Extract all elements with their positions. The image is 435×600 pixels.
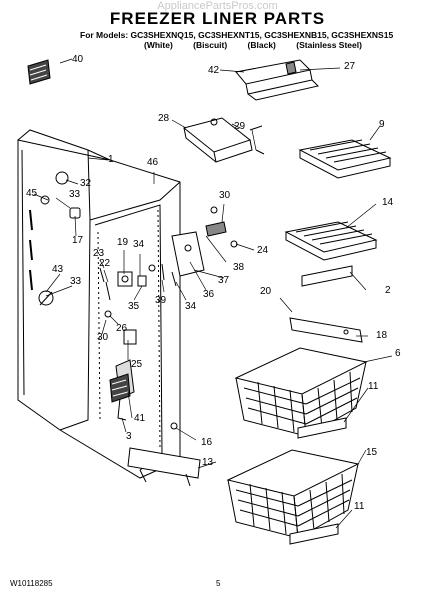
leader-lines	[34, 59, 392, 528]
callout-16: 16	[201, 437, 213, 448]
callout-34: 34	[133, 239, 145, 250]
part-11-trim-upper	[298, 418, 346, 438]
part-11-trim-lower	[290, 524, 338, 544]
callout-13: 13	[202, 457, 214, 468]
callout-20: 20	[260, 286, 272, 297]
callout-3: 3	[126, 431, 132, 442]
part-9-shelf	[300, 140, 390, 178]
callout-22: 22	[99, 258, 111, 269]
part-41-module	[110, 374, 130, 402]
callout-36: 36	[203, 289, 215, 300]
diagram-title: FREEZER LINER PARTS	[109, 9, 326, 28]
callout-23: 23	[93, 248, 105, 259]
callout-35: 35	[128, 301, 140, 312]
callout-9: 9	[379, 119, 385, 130]
variant-biscuit: (Biscuit)	[193, 40, 228, 50]
part-6-basket	[236, 348, 366, 436]
part-40-clip	[28, 60, 50, 84]
callout-30b: 30	[97, 332, 109, 343]
callout-27: 27	[344, 61, 356, 72]
part-13-trim	[128, 423, 200, 486]
callout-26: 26	[116, 323, 128, 334]
part-18-rail	[290, 318, 362, 342]
callout-30: 30	[219, 190, 231, 201]
part-42-27-cover	[236, 60, 318, 100]
part-36-38-bracket	[162, 207, 237, 286]
callout-32: 32	[80, 178, 92, 189]
callout-33: 33	[69, 189, 81, 200]
callout-14: 14	[382, 197, 394, 208]
callout-19: 19	[117, 237, 129, 248]
callout-6: 6	[395, 348, 401, 359]
callout-41: 41	[134, 413, 146, 424]
callout-45: 45	[26, 188, 38, 199]
part-2-trim	[302, 266, 352, 286]
callout-24: 24	[257, 245, 269, 256]
callout-39: 39	[155, 295, 167, 306]
callout-11-upper: 11	[368, 381, 379, 392]
callout-28: 28	[158, 113, 170, 124]
models-line: For Models: GC3SHEXNQ15, GC3SHEXNT15, GC…	[80, 30, 394, 40]
callout-46: 46	[147, 157, 159, 168]
callout-34b: 34	[185, 301, 197, 312]
model-variants: (White) (Biscuit) (Black) (Stainless Ste…	[144, 40, 380, 50]
callout-18: 18	[376, 330, 388, 341]
variant-black: (Black)	[247, 40, 276, 50]
page-number: 5	[216, 579, 221, 588]
document-number: W10118285	[10, 579, 53, 588]
variant-stainless: (Stainless Steel)	[296, 40, 362, 50]
watermark: AppliancePartsPros.com	[157, 0, 278, 12]
callout-37: 37	[218, 275, 230, 286]
callout-42: 42	[208, 65, 220, 76]
variant-white: (White)	[144, 40, 173, 50]
callout-15: 15	[366, 447, 378, 458]
callout-43: 43	[52, 264, 64, 275]
callout-11-lower: 11	[354, 501, 365, 512]
callout-40: 40	[72, 54, 84, 65]
callout-38: 38	[233, 262, 245, 273]
part-15-basket	[228, 450, 358, 538]
part-14-shelf	[286, 222, 376, 260]
callout-25: 25	[131, 359, 143, 370]
callout-2: 2	[385, 285, 391, 296]
callout-17: 17	[72, 235, 84, 246]
callout-33b: 33	[70, 276, 82, 287]
part-28-bracket	[184, 118, 264, 162]
callout-1: 1	[108, 154, 114, 165]
callout-29: 29	[234, 121, 246, 132]
